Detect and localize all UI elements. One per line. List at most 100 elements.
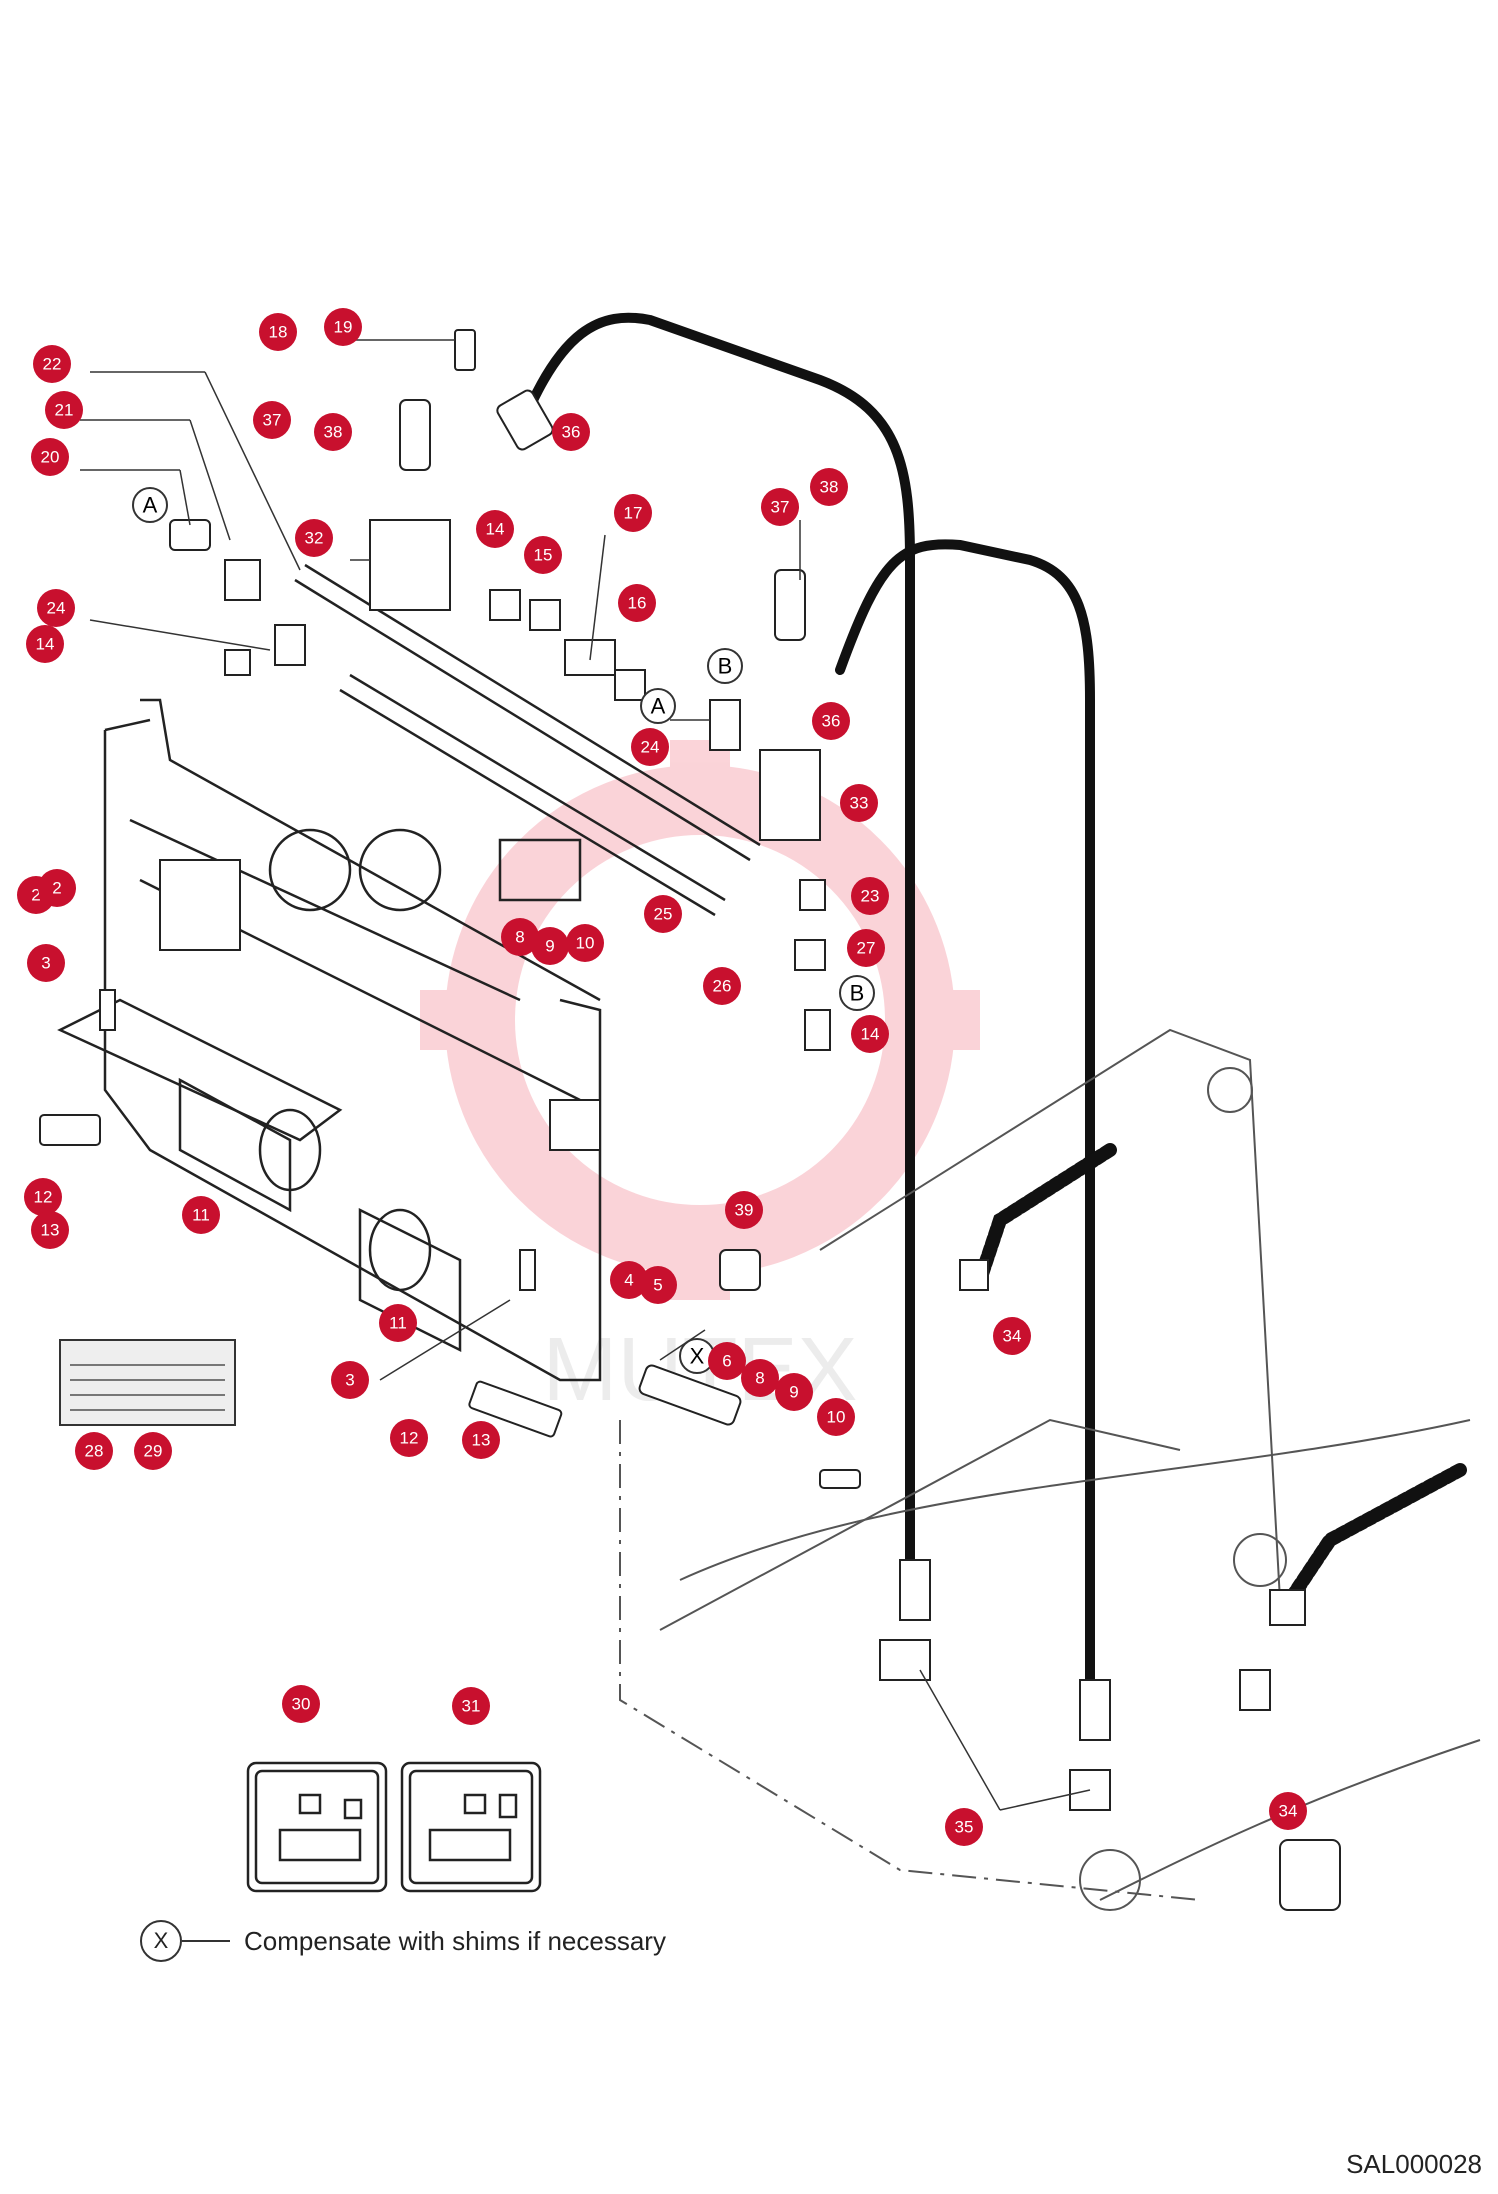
svg-text:22: 22 bbox=[43, 355, 62, 374]
svg-text:38: 38 bbox=[820, 478, 839, 497]
svg-text:35: 35 bbox=[955, 1818, 974, 1837]
svg-text:4: 4 bbox=[624, 1271, 633, 1290]
callout-23: 23 bbox=[851, 877, 889, 915]
svg-text:26: 26 bbox=[713, 977, 732, 996]
callout-2: 2 bbox=[38, 869, 76, 907]
svg-text:37: 37 bbox=[263, 411, 282, 430]
svg-text:13: 13 bbox=[472, 1431, 491, 1450]
svg-text:39: 39 bbox=[735, 1201, 754, 1220]
svg-text:36: 36 bbox=[822, 712, 841, 731]
callout-14: 14 bbox=[26, 625, 64, 663]
svg-text:6: 6 bbox=[722, 1352, 731, 1371]
callout-34: 34 bbox=[993, 1317, 1031, 1355]
callout-12: 12 bbox=[24, 1178, 62, 1216]
callout-11: 11 bbox=[182, 1196, 220, 1234]
callout-14: 14 bbox=[476, 510, 514, 548]
svg-text:13: 13 bbox=[41, 1221, 60, 1240]
callout-17: 17 bbox=[614, 494, 652, 532]
callout-24: 24 bbox=[37, 589, 75, 627]
callout-29: 29 bbox=[134, 1432, 172, 1470]
svg-text:12: 12 bbox=[400, 1429, 419, 1448]
callout-15: 15 bbox=[524, 536, 562, 574]
rating-plate bbox=[59, 1339, 236, 1426]
callout-36: 36 bbox=[552, 413, 590, 451]
callout-11: 11 bbox=[379, 1304, 417, 1342]
svg-text:14: 14 bbox=[486, 520, 505, 539]
svg-text:36: 36 bbox=[562, 423, 581, 442]
svg-text:17: 17 bbox=[624, 504, 643, 523]
callout-36: 36 bbox=[812, 702, 850, 740]
callout-26: 26 bbox=[703, 967, 741, 1005]
drawing-code: SAL000028 bbox=[1346, 2149, 1482, 2179]
callout-6: 6 bbox=[708, 1342, 746, 1380]
callout-13: 13 bbox=[31, 1211, 69, 1249]
svg-text:21: 21 bbox=[55, 401, 74, 420]
watermark-logo: MUTEX bbox=[420, 740, 980, 1420]
svg-text:2: 2 bbox=[52, 879, 61, 898]
svg-text:12: 12 bbox=[34, 1188, 53, 1207]
callout-28: 28 bbox=[75, 1432, 113, 1470]
svg-text:10: 10 bbox=[827, 1408, 846, 1427]
svg-text:34: 34 bbox=[1279, 1802, 1298, 1821]
callout-38: 38 bbox=[314, 413, 352, 451]
callout-19: 19 bbox=[324, 308, 362, 346]
svg-text:11: 11 bbox=[389, 1314, 407, 1333]
callout-8: 8 bbox=[741, 1359, 779, 1397]
callout-24: 24 bbox=[631, 728, 669, 766]
svg-text:18: 18 bbox=[269, 323, 288, 342]
callout-25: 25 bbox=[644, 895, 682, 933]
callout-21: 21 bbox=[45, 391, 83, 429]
callouts: 18 19 22 21 20 37 38 36 32 14 15 17 16 3… bbox=[17, 308, 1307, 1846]
lock-decal bbox=[400, 1761, 542, 1893]
callout-38: 38 bbox=[810, 468, 848, 506]
callout-10: 10 bbox=[817, 1398, 855, 1436]
callout-12: 12 bbox=[390, 1419, 428, 1457]
callout-33: 33 bbox=[840, 784, 878, 822]
svg-text:5: 5 bbox=[653, 1276, 662, 1295]
svg-text:33: 33 bbox=[850, 794, 869, 813]
callout-9: 9 bbox=[531, 927, 569, 965]
hydraulic-tubes bbox=[294, 563, 761, 917]
callout-32: 32 bbox=[295, 519, 333, 557]
svg-text:24: 24 bbox=[47, 599, 66, 618]
svg-text:30: 30 bbox=[292, 1695, 311, 1714]
callout-35: 35 bbox=[945, 1808, 983, 1846]
letter-b-2: B bbox=[850, 981, 865, 1006]
svg-text:27: 27 bbox=[857, 939, 876, 958]
note-symbol: X bbox=[140, 1920, 182, 1962]
svg-text:32: 32 bbox=[305, 529, 324, 548]
callout-4: 4 bbox=[610, 1261, 648, 1299]
callout-10: 10 bbox=[566, 924, 604, 962]
callout-39: 39 bbox=[725, 1191, 763, 1229]
callout-5: 5 bbox=[639, 1266, 677, 1304]
svg-text:24: 24 bbox=[641, 738, 660, 757]
shims-note: X Compensate with shims if necessary bbox=[140, 1920, 666, 1962]
svg-text:10: 10 bbox=[576, 934, 595, 953]
callout-20: 20 bbox=[31, 438, 69, 476]
svg-text:3: 3 bbox=[41, 954, 50, 973]
callout-30: 30 bbox=[282, 1685, 320, 1723]
svg-text:14: 14 bbox=[36, 635, 55, 654]
svg-text:29: 29 bbox=[144, 1442, 163, 1461]
svg-text:28: 28 bbox=[85, 1442, 104, 1461]
callout-8: 8 bbox=[501, 918, 539, 956]
callout-27: 27 bbox=[847, 929, 885, 967]
letter-x: X bbox=[690, 1344, 705, 1369]
svg-text:11: 11 bbox=[192, 1206, 210, 1225]
callout-34: 34 bbox=[1269, 1792, 1307, 1830]
svg-text:16: 16 bbox=[628, 594, 647, 613]
svg-text:34: 34 bbox=[1003, 1327, 1022, 1346]
circled-letters: A A B B X bbox=[132, 487, 875, 1374]
loader-arm-outline bbox=[619, 1028, 1481, 1911]
callout-22: 22 bbox=[33, 345, 71, 383]
svg-text:3: 3 bbox=[345, 1371, 354, 1390]
svg-text:23: 23 bbox=[861, 887, 880, 906]
svg-text:14: 14 bbox=[861, 1025, 880, 1044]
letter-b-1: B bbox=[718, 654, 733, 679]
note-text: Compensate with shims if necessary bbox=[244, 1925, 666, 1956]
svg-text:19: 19 bbox=[334, 318, 353, 337]
callout-37: 37 bbox=[253, 401, 291, 439]
letter-a-1: A bbox=[143, 493, 158, 518]
callout-37: 37 bbox=[761, 488, 799, 526]
letter-a-2: A bbox=[651, 694, 666, 719]
